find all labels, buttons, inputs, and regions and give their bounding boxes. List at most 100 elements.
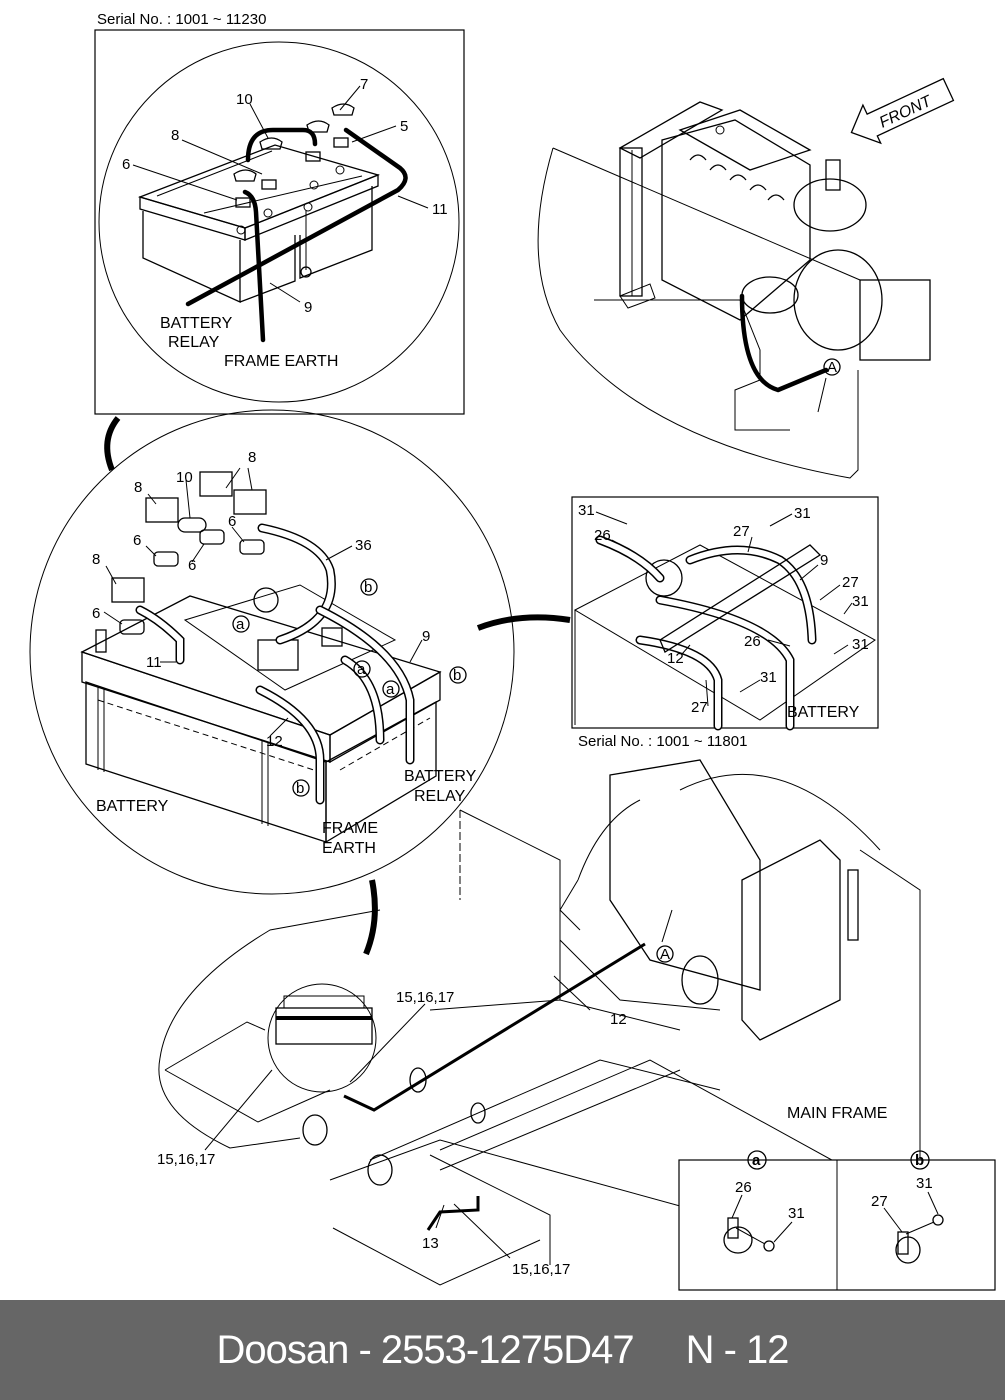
inset-frame bbox=[94, 29, 465, 415]
engine-view-top: A FRONT bbox=[537, 77, 955, 479]
callout-7: 7 bbox=[360, 76, 368, 93]
serial-label-right: Serial No. : 1001 ~ 11801 bbox=[578, 733, 747, 750]
callout-10: 10 bbox=[236, 91, 253, 108]
bolt-31-b-icon bbox=[932, 1214, 944, 1226]
cable-10 bbox=[245, 127, 318, 163]
callout-6-b: 6 bbox=[228, 513, 236, 530]
leader-10 bbox=[249, 103, 269, 139]
callout-27-c: 27 bbox=[691, 699, 708, 716]
callout-12: 12 bbox=[610, 1011, 627, 1028]
callout-10: 10 bbox=[176, 469, 193, 486]
bolt-31-icon bbox=[763, 1240, 775, 1252]
marker-b-1: b bbox=[360, 578, 378, 596]
front-arrow-label: FRONT bbox=[877, 92, 935, 131]
callout-13: 13 bbox=[422, 1235, 439, 1252]
detail-circle-outline bbox=[29, 409, 515, 895]
marker-a-2: a bbox=[353, 660, 371, 678]
label-battery: BATTERY bbox=[787, 704, 860, 721]
callout-8-lower: 8 bbox=[92, 551, 100, 568]
label-battery-relay-line2: RELAY bbox=[168, 334, 220, 351]
front-direction-arrow: FRONT bbox=[850, 77, 955, 145]
clamp-detail-box: a 26 31 b 31 27 bbox=[678, 1150, 996, 1291]
callout-31-c: 31 bbox=[852, 593, 869, 610]
clamp-b-callout-27: 27 bbox=[871, 1193, 888, 1210]
svg-text:b: b bbox=[364, 579, 372, 596]
marker-a-3: a bbox=[382, 680, 400, 698]
cable-11 bbox=[185, 127, 408, 307]
svg-text:a: a bbox=[357, 661, 366, 678]
ref-marker-a-top bbox=[823, 358, 841, 376]
marker-b-3: b bbox=[292, 779, 310, 797]
ref-marker-a-lower bbox=[656, 945, 674, 963]
ref-marker-a-lower-text: A bbox=[660, 946, 670, 963]
callout-31-b: 31 bbox=[794, 505, 811, 522]
frame-view: A 15,16,17 15,16,17 15,16,17 12 13 MAIN … bbox=[157, 759, 961, 1286]
svg-text:a: a bbox=[386, 681, 395, 698]
radiator-lower bbox=[741, 839, 841, 1041]
label-battery-relay-line2: RELAY bbox=[414, 788, 466, 805]
marker-b-2: b bbox=[449, 666, 467, 684]
serial-label-top: Serial No. : 1001 ~ 11230 bbox=[97, 11, 266, 28]
label-frame-earth-line1: FRAME bbox=[322, 820, 378, 837]
callout-5: 5 bbox=[400, 118, 408, 135]
callout-8-left: 8 bbox=[134, 479, 142, 496]
cables-detail bbox=[135, 523, 415, 805]
cable-engine-ground bbox=[739, 293, 829, 393]
callout-31-a: 31 bbox=[578, 502, 595, 519]
engine-lower bbox=[559, 759, 859, 1041]
callout-31-e: 31 bbox=[760, 669, 777, 686]
callout-9: 9 bbox=[422, 628, 430, 645]
callout-11: 11 bbox=[146, 654, 162, 671]
footer-brand-part-number: Doosan - 2553-1275D47 bbox=[216, 1327, 634, 1372]
alternator bbox=[859, 279, 931, 361]
flywheel-housing bbox=[793, 249, 883, 351]
callout-26-a: 26 bbox=[594, 527, 611, 544]
battery-location-circle bbox=[267, 983, 377, 1093]
ground-cable-12 bbox=[343, 942, 646, 1112]
clamp-marker-b: b bbox=[915, 1152, 924, 1169]
leader-7 bbox=[339, 85, 361, 111]
inset-top-left: Serial No. : 1001 ~ 11230 bbox=[94, 11, 465, 415]
clamp-a-callout-31: 31 bbox=[788, 1205, 805, 1222]
label-battery-relay-line1: BATTERY bbox=[160, 315, 233, 332]
label-main-frame: MAIN FRAME bbox=[787, 1105, 887, 1122]
terminal-clamps bbox=[95, 529, 265, 653]
terminal-covers bbox=[111, 471, 267, 603]
label-battery-relay-line1: BATTERY bbox=[404, 768, 477, 785]
clamp-panel-b: b 31 27 bbox=[871, 1150, 944, 1264]
catalog-footer-bar: Doosan - 2553-1275D47 N - 12 bbox=[0, 1300, 1005, 1400]
clamp-panel-a: a 26 31 bbox=[723, 1150, 805, 1254]
leader-6 bbox=[132, 164, 238, 201]
battery-relay-body bbox=[257, 639, 299, 671]
radiator bbox=[618, 101, 724, 309]
callout-15-16-17-upper: 15,16,17 bbox=[396, 989, 454, 1006]
callout-15-16-17-left: 15,16,17 bbox=[157, 1151, 215, 1168]
label-frame-earth: FRAME EARTH bbox=[224, 353, 338, 370]
callout-27-a: 27 bbox=[733, 523, 750, 540]
muffler bbox=[793, 178, 867, 232]
callout-6-a: 6 bbox=[133, 532, 141, 549]
battery-illustration bbox=[137, 144, 380, 304]
footer-page-ref: N - 12 bbox=[685, 1327, 790, 1372]
engine-block bbox=[661, 109, 931, 361]
callout-9: 9 bbox=[304, 299, 312, 316]
label-frame-earth-line2: EARTH bbox=[322, 840, 376, 857]
inset-circle bbox=[98, 41, 460, 403]
battery-main bbox=[80, 595, 442, 844]
relay-plate bbox=[183, 584, 397, 691]
callout-6: 6 bbox=[122, 156, 130, 173]
svg-text:b: b bbox=[296, 780, 304, 797]
frame-left-outline bbox=[158, 1057, 301, 1149]
zoom-pointer-top bbox=[104, 416, 121, 472]
fuse-link-10 bbox=[177, 517, 207, 533]
clamp-marker-a: a bbox=[752, 1152, 761, 1169]
main-detail-circle: 8 8 8 10 6 6 6 6 36 11 9 12 a a a b b b … bbox=[29, 409, 571, 956]
leader-11 bbox=[397, 195, 429, 209]
svg-text:a: a bbox=[236, 616, 245, 633]
parts-diagram: Serial No. : 1001 ~ 11230 bbox=[29, 11, 996, 1291]
callout-6-d: 6 bbox=[92, 605, 100, 622]
callout-12: 12 bbox=[266, 733, 283, 750]
ref-marker-a-top-text: A bbox=[827, 359, 837, 376]
engine-cover-outline bbox=[859, 849, 921, 1201]
zoom-pointer-right bbox=[476, 614, 571, 631]
